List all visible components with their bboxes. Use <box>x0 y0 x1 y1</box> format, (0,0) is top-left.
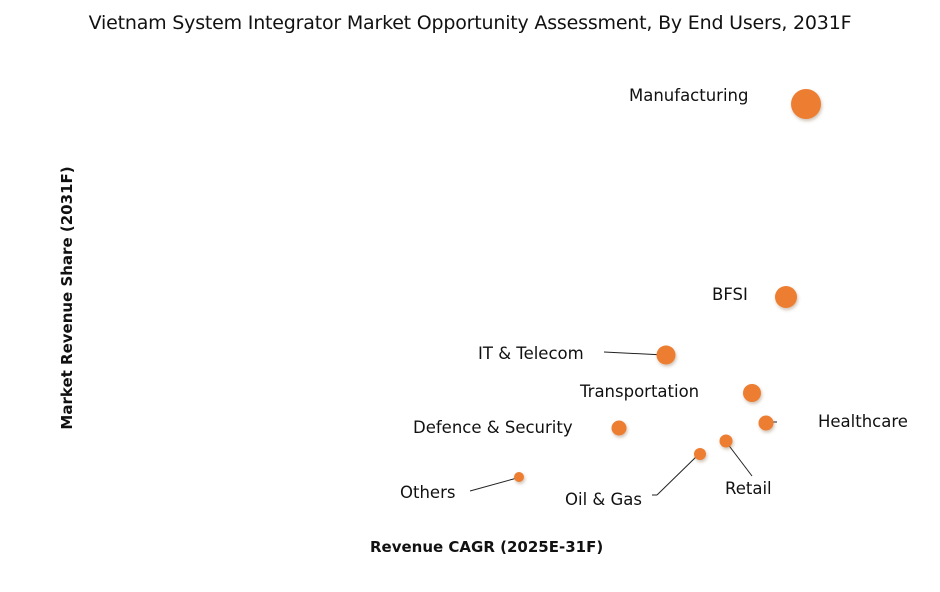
label-manufacturing: Manufacturing <box>629 86 749 105</box>
bubble-healthcare <box>758 415 774 431</box>
x-axis-label: Revenue CAGR (2025E-31F) <box>370 538 604 556</box>
label-oil-gas: Oil & Gas <box>565 490 643 509</box>
chart-title: Vietnam System Integrator Market Opportu… <box>88 12 852 34</box>
label-transportation: Transportation <box>580 382 700 401</box>
label-defence-security: Defence & Security <box>413 418 573 437</box>
label-healthcare: Healthcare <box>818 412 908 431</box>
bubble-defence-security <box>611 420 627 436</box>
bubble-retail <box>719 434 733 448</box>
label-retail: Retail <box>725 479 772 498</box>
label-bfsi: BFSI <box>712 285 748 304</box>
bubble-bfsi <box>775 286 797 308</box>
bubble-transportation <box>743 384 761 402</box>
bubble-others <box>514 472 524 482</box>
label-it-telecom: IT & Telecom <box>478 344 584 363</box>
bubble-manufacturing <box>791 89 821 119</box>
label-others: Others <box>400 483 456 502</box>
bubble-oil-gas <box>694 448 706 460</box>
bubble-it-telecom <box>656 345 676 365</box>
